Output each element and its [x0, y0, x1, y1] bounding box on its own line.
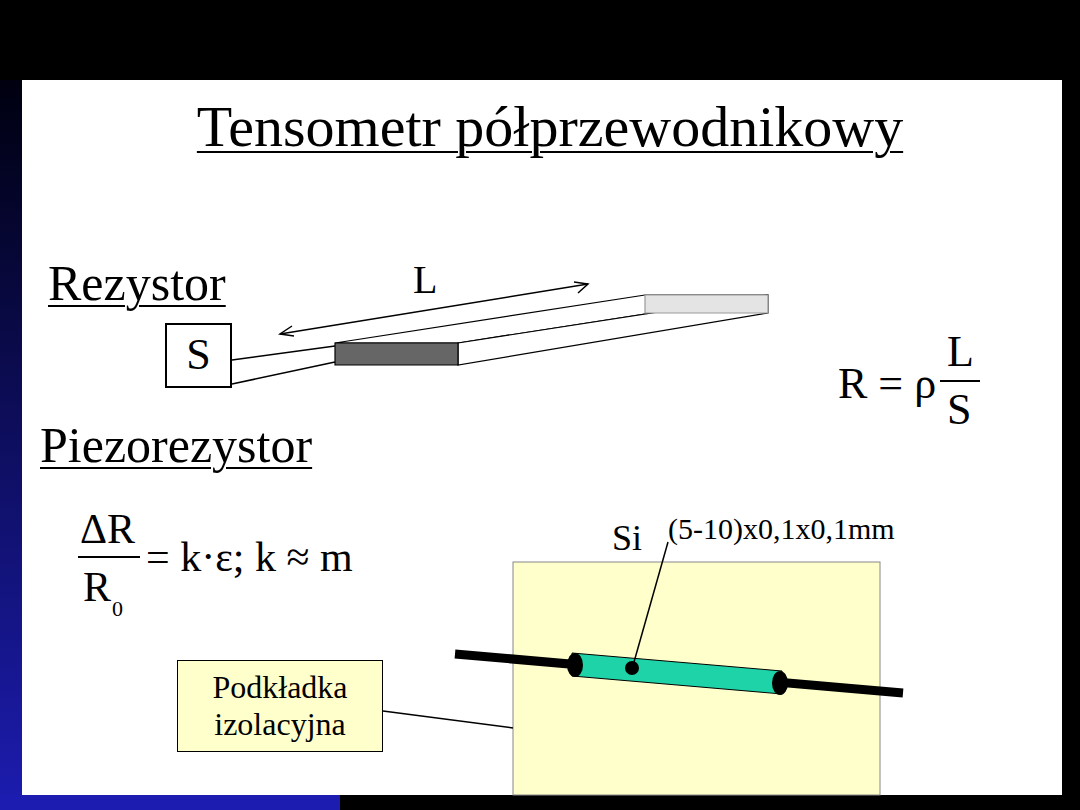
bottom-band — [0, 795, 340, 810]
lead-wire — [455, 654, 903, 693]
dimension-label: (5-10)x0,1x0,1mm — [668, 514, 895, 544]
formula: S — [947, 388, 971, 432]
label-box: S — [165, 323, 232, 388]
pointer-dot — [625, 661, 639, 675]
formula: R = ρ — [838, 362, 936, 406]
material-label: Si — [612, 520, 642, 556]
callout-box: Podkładka izolacyjna — [177, 660, 383, 752]
formula: L — [947, 330, 974, 374]
contact — [772, 671, 788, 695]
formula: = k·ε; k ≈ m — [146, 536, 353, 578]
formula-subscript: 0 — [112, 598, 123, 620]
fraction-bar — [78, 556, 140, 558]
fraction-bar — [940, 380, 980, 382]
slide-panel — [22, 80, 1062, 795]
dimension-label: L — [413, 260, 437, 300]
slide-title: Tensometr półprzewodnikowy — [197, 98, 903, 156]
insulating-substrate — [513, 562, 880, 795]
resistor-bar — [335, 295, 768, 365]
section-heading: Rezystor — [48, 258, 226, 308]
contact — [567, 653, 583, 677]
section-heading: Piezorezystor — [40, 420, 312, 470]
box-text: S — [186, 330, 210, 381]
leader-line — [383, 711, 513, 728]
leader-line — [232, 346, 335, 384]
box-text: Podkładka izolacyjna — [186, 669, 374, 743]
side-band — [0, 80, 22, 810]
formula: R — [83, 566, 111, 608]
silicon-element — [572, 653, 782, 694]
leader-line — [634, 542, 668, 662]
formula: ΔR — [80, 508, 135, 550]
